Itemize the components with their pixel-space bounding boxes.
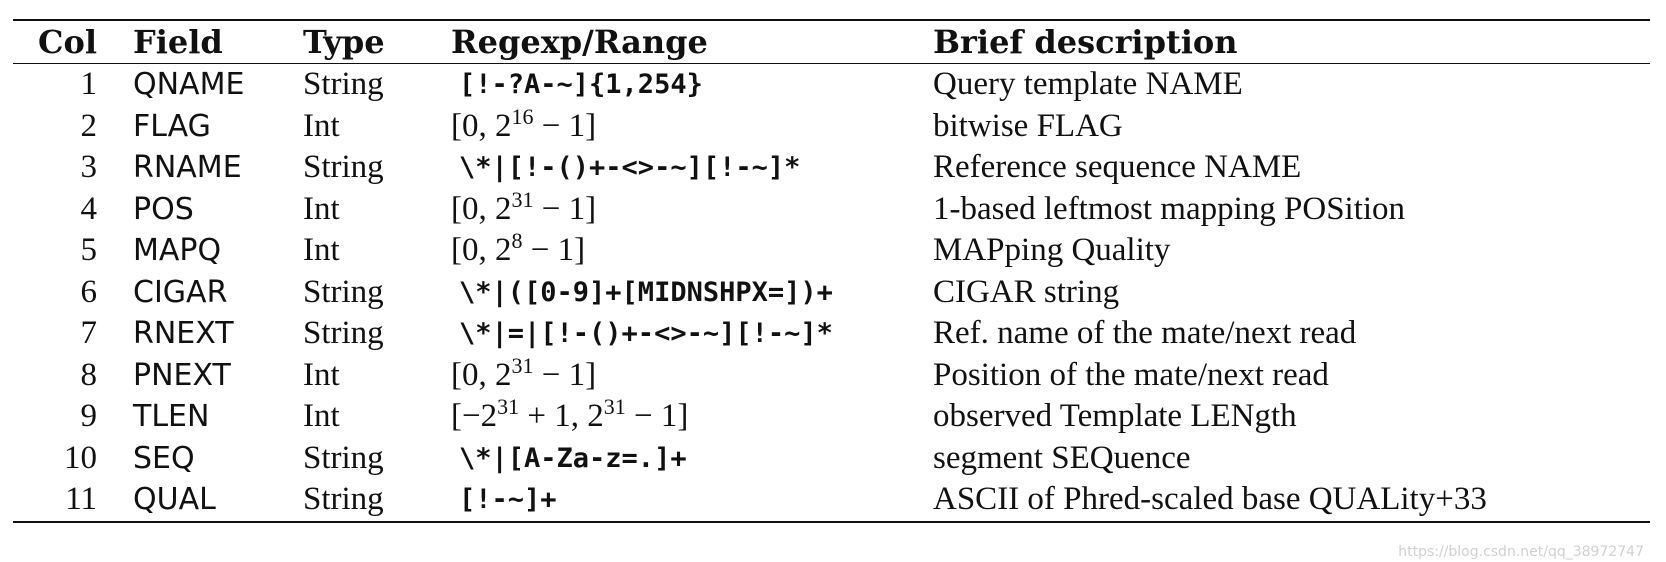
cell-type: Int	[303, 398, 340, 435]
table-row: 11 QUAL String [!-~]+ ASCII of Phred-scaled …	[13, 479, 1650, 522]
cell-range: \*|=|[!-()+-<>-~][!-~]*	[459, 318, 833, 350]
cell-description: CIGAR string	[933, 273, 1120, 310]
cell-field: CIGAR	[133, 274, 228, 310]
table-row: 7 RNEXT String \*|=|[!-()+-<>-~][!-~]* Ref. …	[13, 313, 1650, 355]
header-range: Regexp/Range	[451, 23, 708, 61]
header-type: Type	[303, 23, 385, 61]
range-exponent: 31	[497, 394, 520, 420]
cell-field: QNAME	[133, 67, 245, 103]
range-part: + 1, 2	[519, 398, 604, 435]
range-part: − 1]	[533, 107, 597, 144]
table-body: 1 QNAME String [!-?A-~]{1,254} Query templat…	[13, 64, 1650, 522]
cell-col: 7	[80, 315, 98, 352]
cell-field: POS	[133, 191, 194, 227]
cell-col: 1	[80, 66, 98, 103]
cell-range: [0, 216 − 1]	[451, 103, 933, 148]
cell-range: [0, 28 − 1]	[451, 230, 933, 272]
cell-type: String	[303, 66, 384, 103]
cell-type: String	[303, 439, 384, 476]
range-exponent: 31	[511, 352, 534, 378]
cell-range: [!-?A-~]{1,254}	[459, 69, 703, 101]
range-part: [0, 2	[451, 356, 512, 393]
cell-field: FLAG	[133, 108, 211, 144]
cell-description: Position of the mate/next read	[933, 356, 1329, 393]
cell-type: Int	[303, 232, 340, 269]
range-exponent: 31	[511, 186, 534, 212]
cell-description: segment SEQuence	[933, 439, 1191, 476]
cell-description: observed Template LENgth	[933, 398, 1297, 435]
cell-col: 6	[80, 273, 98, 310]
range-part: − 1]	[533, 190, 597, 227]
range-part: [0, 2	[451, 232, 512, 269]
cell-range: [0, 231 − 1]	[451, 186, 933, 231]
range-part: [−2	[451, 398, 498, 435]
cell-field: TLEN	[133, 399, 210, 435]
header-field: Field	[133, 23, 223, 61]
cell-description: 1-based leftmost mapping POSition	[933, 190, 1406, 227]
range-exponent: 8	[511, 228, 523, 254]
cell-description: bitwise FLAG	[933, 107, 1123, 144]
range-part: [0, 2	[451, 190, 512, 227]
header-row: Col Field Type Regexp/Range Brief descri…	[13, 20, 1650, 64]
cell-type: String	[303, 273, 384, 310]
cell-description: Ref. name of the mate/next read	[933, 315, 1357, 352]
cell-description: ASCII of Phred-scaled base QUALity+33	[933, 481, 1487, 518]
cell-col: 9	[80, 398, 98, 435]
cell-description: Reference sequence NAME	[933, 149, 1302, 186]
cell-range: [0, 231 − 1]	[451, 352, 933, 397]
cell-type: String	[303, 315, 384, 352]
cell-type: Int	[303, 190, 340, 227]
cell-field: PNEXT	[133, 357, 231, 393]
cell-field: MAPQ	[133, 233, 222, 269]
cell-range: \*|([0-9]+[MIDNSHPX=])+	[459, 276, 833, 308]
cell-type: String	[303, 481, 384, 518]
table-row: 10 SEQ String \*|[A-Za-z=.]+ segment SEQuenc…	[13, 438, 1650, 480]
table-header: Col Field Type Regexp/Range Brief descri…	[13, 20, 1650, 64]
header-col: Col	[38, 23, 97, 61]
cell-description: MAPping Quality	[933, 232, 1171, 269]
sam-fields-table: Col Field Type Regexp/Range Brief descri…	[13, 19, 1650, 523]
table-row: 3 RNAME String \*|[!-()+-<>-~][!-~]* Referen…	[13, 147, 1650, 189]
cell-field: QUAL	[133, 482, 216, 518]
cell-col: 3	[80, 149, 98, 186]
cell-range: [−231 + 1, 231 − 1]	[451, 396, 933, 438]
cell-col: 8	[80, 356, 98, 393]
range-part: − 1]	[625, 398, 689, 435]
cell-col: 5	[80, 232, 98, 269]
range-part: [0, 2	[451, 107, 512, 144]
cell-col: 10	[64, 439, 97, 476]
table-row: 6 CIGAR String \*|([0-9]+[MIDNSHPX=])+ CIGAR…	[13, 272, 1650, 314]
table-row: 1 QNAME String [!-?A-~]{1,254} Query templat…	[13, 64, 1650, 106]
cell-range: \*|[!-()+-<>-~][!-~]*	[459, 152, 801, 184]
range-exponent: 16	[511, 103, 534, 129]
cell-description: Query template NAME	[933, 66, 1243, 103]
cell-range: \*|[A-Za-z=.]+	[459, 442, 687, 474]
cell-col: 4	[80, 190, 98, 227]
range-part: − 1]	[533, 356, 597, 393]
cell-col: 2	[80, 107, 98, 144]
cell-type: String	[303, 149, 384, 186]
cell-field: RNAME	[133, 150, 242, 186]
watermark: https://blog.csdn.net/qq_38972747	[1398, 544, 1644, 560]
cell-field: SEQ	[133, 440, 195, 476]
cell-col: 11	[65, 481, 97, 518]
cell-type: Int	[303, 356, 340, 393]
range-exponent: 31	[603, 394, 626, 420]
range-part: − 1]	[522, 232, 586, 269]
cell-type: Int	[303, 107, 340, 144]
cell-field: RNEXT	[133, 316, 234, 352]
header-description: Brief description	[933, 23, 1238, 61]
cell-range: [!-~]+	[459, 484, 557, 516]
